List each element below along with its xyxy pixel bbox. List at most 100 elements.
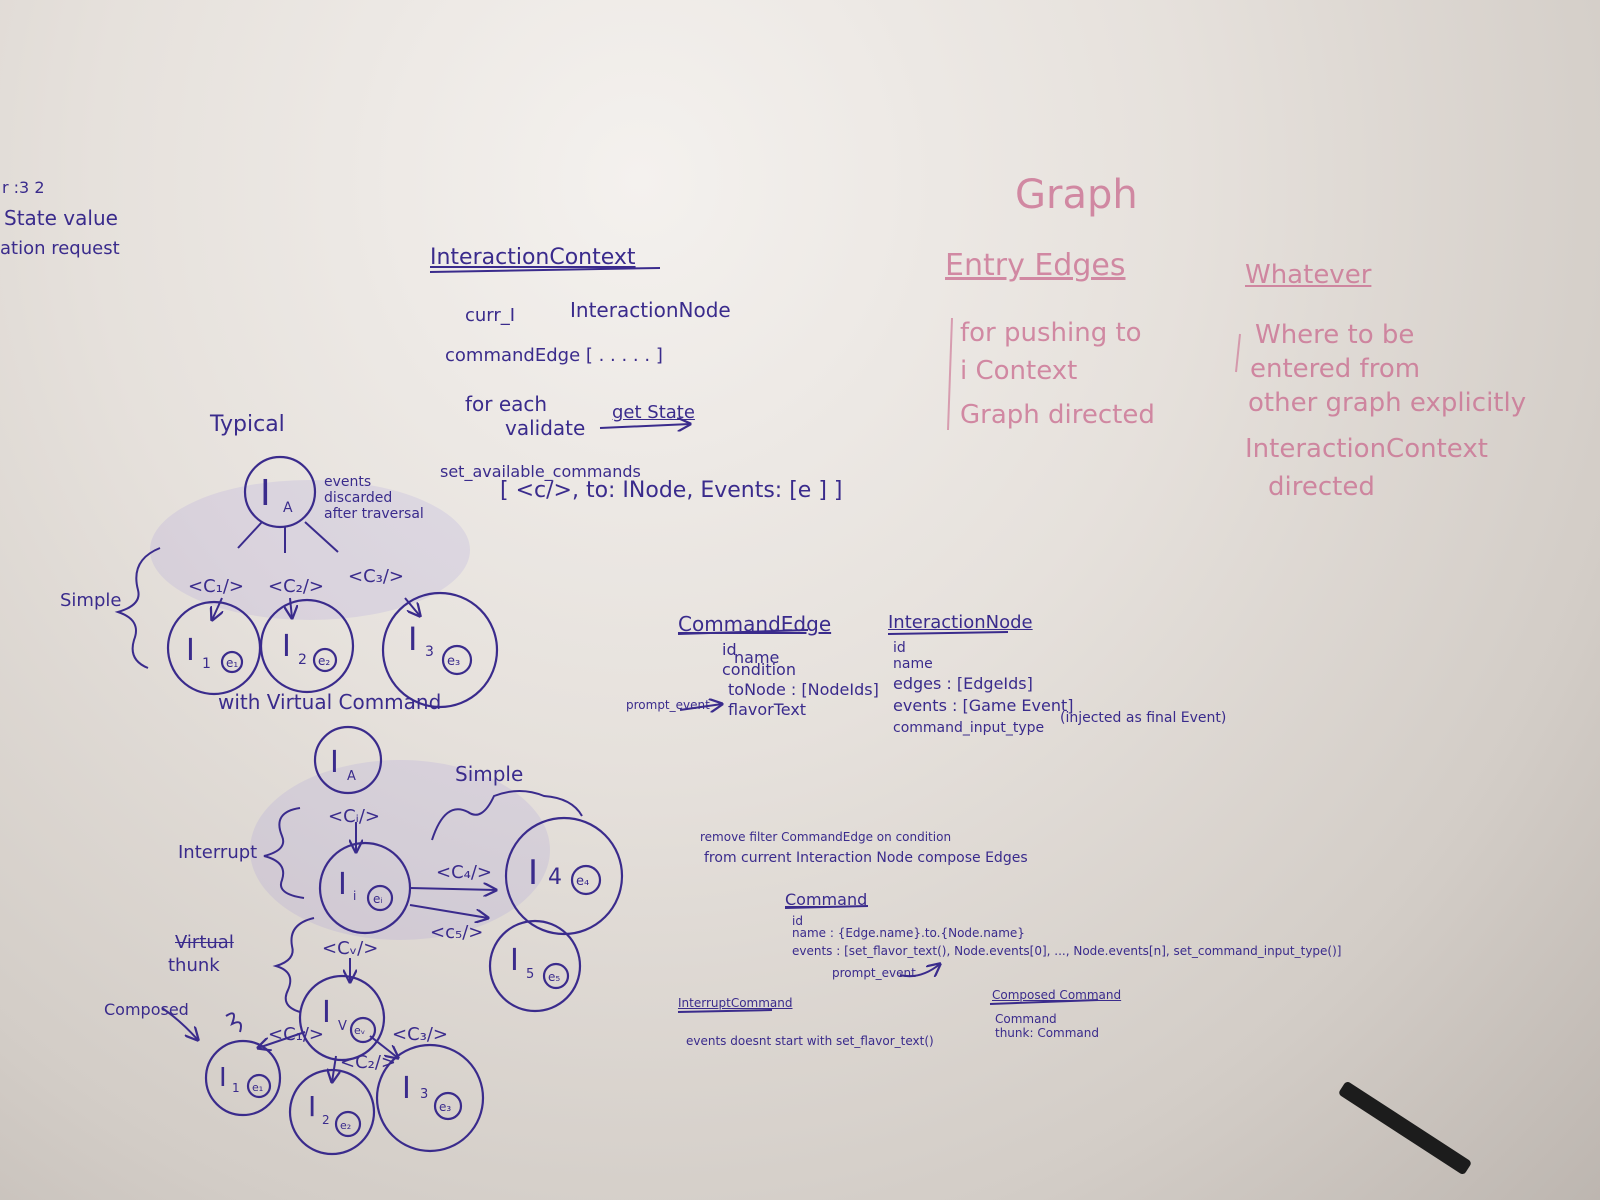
left-fragment-line3: ation request	[0, 238, 120, 259]
entry-edges-heading: Entry Edges	[945, 248, 1126, 283]
simple-label-lower: Simple	[455, 762, 524, 786]
remove-note-line2: from current Interaction Node compose Ed…	[704, 850, 1028, 866]
virtual-label: Virtual	[175, 932, 234, 953]
svg-text:<C₃/>: <C₃/>	[392, 1024, 448, 1045]
node-i3-composed: I 3 e₃	[375, 1043, 485, 1153]
svg-text:<C₄/>: <C₄/>	[436, 862, 492, 883]
command-line: events : [set_flavor_text(), Node.events…	[792, 944, 1342, 958]
svg-text:e₁: e₁	[252, 1081, 263, 1094]
svg-text:2: 2	[298, 652, 307, 668]
command-edge-field: condition	[722, 660, 796, 679]
node-ia-virtual: I A	[313, 725, 383, 795]
edges-signature: [ <c/>, to: INode, Events: [e ] ]	[500, 478, 843, 503]
svg-text:A: A	[283, 500, 293, 516]
svg-text:I: I	[308, 1090, 316, 1123]
command-edge-field: id	[722, 640, 737, 659]
svg-text:<Cᵥ/>: <Cᵥ/>	[322, 938, 378, 959]
interrupt-command-note: events doesnt start with set_flavor_text…	[686, 1034, 934, 1048]
injected-note: (injected as final Event)	[1060, 710, 1227, 726]
events-note-line: events	[324, 474, 372, 490]
command-line: prompt_event	[832, 966, 916, 980]
node-ii-interrupt: I i eᵢ	[318, 841, 412, 935]
command-edge-field: name	[734, 648, 780, 667]
composed-command-title: Composed Command	[992, 988, 1122, 1002]
svg-text:I: I	[402, 1071, 411, 1106]
svg-text:3: 3	[420, 1087, 428, 1102]
left-fragment-line2: State value	[4, 206, 118, 230]
interrupt-label: Interrupt	[178, 842, 258, 863]
validate: validate	[505, 416, 586, 440]
typical-title: Typical	[210, 412, 285, 437]
svg-text:<C₃/>: <C₃/>	[348, 566, 404, 587]
svg-text:e₄: e₄	[576, 874, 589, 889]
svg-text:eᵥ: eᵥ	[354, 1024, 365, 1037]
command-edge-field: flavorText	[728, 700, 807, 719]
interaction-context-title: InteractionContext	[430, 245, 636, 270]
svg-text:3: 3	[425, 644, 434, 660]
remove-note-line1: remove filter CommandEdge on condition	[700, 830, 952, 844]
svg-text:e₃: e₃	[447, 654, 460, 669]
command-edge-field: toNode : [NodeIds]	[728, 680, 879, 699]
events-note-line: after traversal	[324, 506, 424, 522]
composed-command-line: thunk: Command	[995, 1026, 1100, 1040]
svg-text:<C₂/>: <C₂/>	[340, 1052, 396, 1073]
svg-text:eᵢ: eᵢ	[373, 892, 383, 906]
svg-text:<c₅/>: <c₅/>	[430, 922, 483, 943]
svg-text:I: I	[219, 1063, 227, 1093]
command-title: Command	[785, 890, 868, 909]
curr-type: InteractionNode	[570, 298, 731, 322]
interaction-node-field: edges : [EdgeIds]	[893, 674, 1033, 693]
node-i1-composed: I 1 e₁	[204, 1039, 282, 1117]
curr-label: curr_I	[465, 305, 516, 326]
node-iv-virtual: I V eᵥ	[298, 974, 386, 1062]
node-i2-typical: I 2 e₂	[259, 598, 355, 694]
svg-text:A: A	[347, 769, 356, 784]
marker-smudge	[250, 760, 550, 940]
interaction-node-field: name	[893, 656, 933, 672]
thunk-label: thunk	[168, 955, 220, 976]
entry-edges-line: for pushing to	[960, 318, 1142, 348]
node-i4: I 4 e₄	[504, 816, 624, 936]
interaction-node-field: id	[893, 640, 906, 656]
entry-edges-line: Graph directed	[960, 400, 1155, 430]
svg-text:I: I	[510, 943, 519, 978]
svg-text:e₂: e₂	[318, 654, 330, 668]
svg-text:e₁: e₁	[226, 656, 238, 670]
interrupt-command-title: InterruptCommand	[678, 996, 793, 1010]
interaction-node-field: command_input_type	[893, 720, 1045, 736]
svg-text:I: I	[338, 867, 347, 902]
right-note-line: Where to be	[1255, 320, 1415, 350]
node-i2-composed: I 2 e₂	[288, 1068, 376, 1156]
for-each: for each	[465, 392, 548, 416]
command-edge-array: commandEdge [ . . . . . ]	[445, 345, 663, 366]
svg-text:I: I	[260, 473, 271, 514]
graph-title: Graph	[1015, 172, 1138, 218]
svg-text:5: 5	[526, 967, 534, 982]
right-note-line: other graph explicitly	[1248, 388, 1527, 418]
get-state: get State	[612, 402, 695, 423]
svg-text:i: i	[353, 889, 356, 903]
svg-text:<C₁/>: <C₁/>	[188, 576, 244, 597]
svg-text:<C₂/>: <C₂/>	[268, 576, 324, 597]
svg-text:<Cᵢ/>: <Cᵢ/>	[328, 806, 380, 827]
entry-edges-line: i Context	[960, 356, 1078, 386]
svg-text:I: I	[408, 620, 417, 658]
composed-command-line: Command	[995, 1012, 1057, 1026]
interaction-node-title: InteractionNode	[888, 612, 1033, 633]
svg-text:1: 1	[202, 656, 211, 672]
right-heading: Whatever	[1245, 260, 1372, 290]
node-i5: I 5 e₅	[488, 919, 582, 1013]
svg-text:I: I	[322, 995, 331, 1030]
right-note-line: directed	[1268, 472, 1375, 502]
interaction-node-field: events : [Game Event]	[893, 696, 1074, 715]
command-line: id	[792, 914, 803, 928]
set-available-commands: set_available_commands	[440, 462, 641, 481]
right-note-line: InteractionContext	[1245, 434, 1488, 464]
svg-text:2: 2	[322, 1113, 330, 1127]
simple-label: Simple	[60, 590, 122, 611]
command-line: name : {Edge.name}.to.{Node.name}	[792, 926, 1025, 940]
svg-text:4: 4	[548, 865, 562, 890]
node-ia-typical: I A	[243, 455, 317, 529]
events-note-line: discarded	[324, 490, 393, 506]
